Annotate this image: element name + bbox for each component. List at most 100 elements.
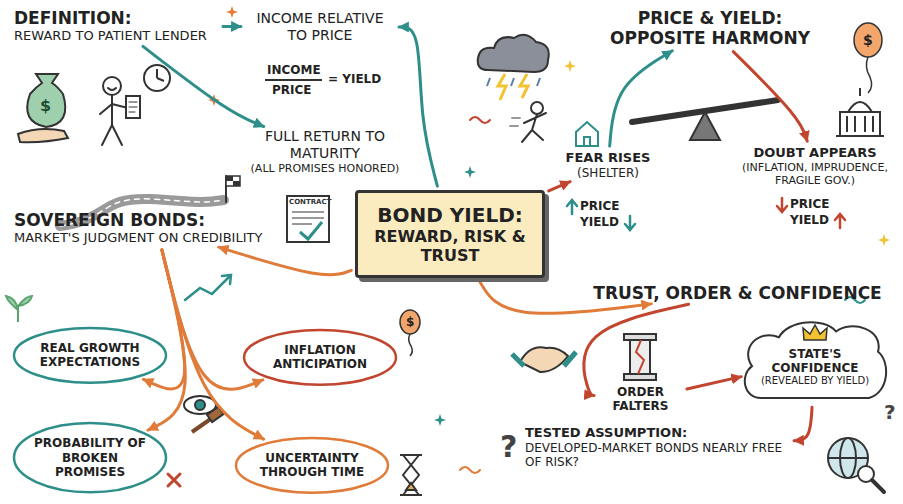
government-building: [836, 88, 884, 136]
icon-label: PRICE: [272, 84, 312, 96]
node-body: OPPOSITE HARMONY: [585, 28, 835, 48]
decor-star: [434, 414, 446, 426]
icon-label: CONTRACT: [289, 199, 331, 206]
inflation-balloon: [400, 310, 420, 356]
storm-cloud: [478, 35, 549, 100]
node-heading: STATE'S CONFIDENCE: [760, 347, 870, 376]
hourglass: [400, 455, 422, 495]
node-heading: INFLATION ANTICIPATION: [262, 343, 378, 372]
connector-arrow: [549, 182, 570, 191]
seesaw: [632, 100, 778, 122]
oval-outline: [236, 438, 388, 493]
money-bag: [18, 129, 68, 142]
central-box: BOND YIELD:REWARD, RISK & TRUST: [355, 190, 545, 278]
node-heading: PRICE & YIELD:: [585, 8, 835, 28]
price-yield-arrows: [835, 214, 845, 228]
sprout-icon: [6, 296, 18, 310]
node-heading: TESTED ASSUMPTION:: [525, 425, 790, 441]
road-to-maturity: [226, 176, 233, 181]
factor-oval: REAL GROWTH EXPECTATIONS: [12, 326, 168, 385]
thought-cloud: STATE'S CONFIDENCE(REVEALED BY YIELD): [740, 317, 890, 404]
concept-text: FEAR RISES(SHELTER): [558, 150, 658, 180]
broken-column: [624, 374, 656, 380]
icon-label: $: [863, 33, 873, 47]
concept-text: DOUBT APPEARS(INFLATION, IMPRUDENCE, FRA…: [735, 145, 895, 187]
clock-icon: [144, 65, 170, 91]
lender-figure: [126, 96, 140, 118]
topic-heading: PRICE & YIELD:OPPOSITE HARMONY: [585, 8, 835, 49]
runner-figure: [510, 102, 546, 142]
seesaw: [632, 100, 778, 140]
topic-heading: SOVEREIGN BONDS:MARKET'S JUDGMENT ON CRE…: [14, 210, 299, 246]
oval-outline: [14, 328, 166, 383]
icon-label: INCOME: [267, 64, 321, 76]
node-heading: SOVEREIGN BONDS:: [14, 210, 299, 230]
icon-label: YIELD: [580, 216, 619, 228]
oval-outline: [14, 423, 166, 492]
globe-magnifier: [872, 480, 884, 492]
storm-cloud: [478, 35, 549, 72]
question-mark: ?: [884, 402, 896, 422]
broken-column: [624, 334, 656, 380]
price-yield-arrows: [777, 198, 787, 212]
price-yield-arrows: [567, 198, 845, 230]
contract-document: [300, 222, 322, 239]
growth-arrow: [185, 276, 230, 300]
crown-icon: [803, 325, 827, 340]
road-to-maturity: [226, 176, 240, 186]
crown-icon: [801, 323, 829, 343]
clock-icon: [144, 65, 170, 91]
cloud-outline: [745, 322, 886, 398]
icon-label: $: [406, 316, 414, 328]
connector-arrow: [733, 52, 807, 142]
node-heading: PROBABILITY OF BROKEN PROMISES: [32, 436, 148, 479]
factor-oval: UNCERTAINTY THROUGH TIME: [234, 436, 390, 495]
growth-arrow: [222, 275, 231, 284]
concept-text: INCOME RELATIVE TO PRICE: [245, 10, 395, 44]
lender-figure: [103, 77, 121, 95]
connector-arrow: [610, 51, 673, 146]
hourglass: [400, 455, 422, 495]
connector-arrow: [162, 250, 264, 439]
node-heading: DEFINITION:: [14, 8, 219, 28]
node-heading: BOND YIELD:: [368, 203, 532, 227]
seesaw: [690, 112, 720, 140]
node-body: (SHELTER): [558, 166, 658, 180]
clock-icon: [157, 69, 164, 81]
question-mark: ?: [500, 432, 517, 462]
concept-text: FULL RETURN TO MATURITY(ALL PROMISES HON…: [245, 128, 405, 175]
decor-star: [226, 6, 238, 18]
price-yield-arrows: [625, 216, 635, 230]
node-heading: ORDER FALTERS: [598, 385, 683, 414]
hourglass: [406, 483, 416, 490]
node-heading: REAL GROWTH EXPECTATIONS: [32, 341, 148, 370]
inflation-balloon: [400, 310, 420, 334]
decor-star: [878, 234, 890, 246]
lender-figure: [100, 95, 128, 145]
runner-figure: [531, 102, 543, 114]
price-yield-arrows: [567, 200, 577, 214]
topic-heading: DEFINITION:REWARD TO PATIENT LENDER: [14, 8, 219, 44]
node-heading: UNCERTAINTY THROUGH TIME: [254, 451, 370, 480]
government-building: [836, 88, 884, 136]
money-bag: [18, 74, 68, 142]
balloon: [854, 23, 882, 57]
runner-figure: [510, 118, 520, 126]
node-heading: TRUST, ORDER & CONFIDENCE: [580, 283, 895, 303]
connector-arrow: [223, 25, 241, 28]
storm-cloud: [487, 78, 540, 86]
sprout-icon: [6, 296, 32, 322]
node-body: REWARD, RISK & TRUST: [368, 227, 532, 265]
connector-arrow: [687, 377, 741, 389]
node-heading: FEAR RISES: [558, 150, 658, 166]
fraction-bar: [265, 79, 322, 81]
inflation-balloon: [409, 334, 413, 356]
connector-arrow: [219, 247, 352, 275]
decor-star: [208, 6, 890, 426]
question-text: TESTED ASSUMPTION:DEVELOPED-MARKET BONDS…: [525, 425, 790, 469]
globe-magnifier: [828, 457, 868, 459]
decor-squiggle: [460, 467, 480, 473]
sprout-icon: [18, 296, 32, 306]
decor-squiggle: [470, 117, 490, 123]
icon-label: PRICE: [790, 198, 830, 210]
